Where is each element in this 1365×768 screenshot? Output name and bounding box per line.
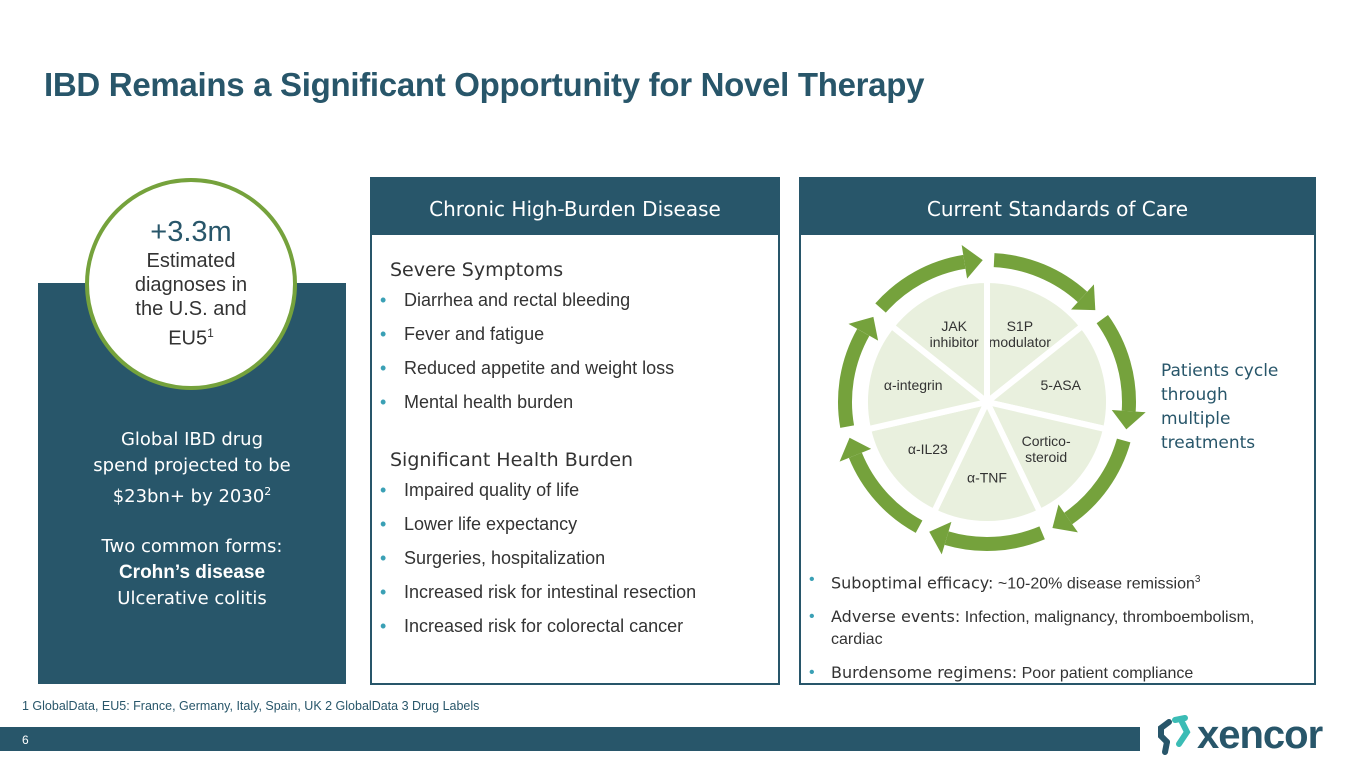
spend-line: spend projected to be: [93, 455, 291, 476]
bullet-item: Mental health burden: [372, 385, 778, 419]
diagnoses-stat-circle: +3.3m Estimated diagnoses in the U.S. an…: [85, 178, 297, 390]
cycle-arrow: [875, 254, 966, 313]
wheel-label-line: steroid: [1025, 449, 1067, 465]
form-uc: Ulcerative colitis: [117, 588, 267, 609]
form-crohns: Crohn’s disease: [118, 562, 266, 583]
footnote-ref: 3: [1194, 574, 1201, 585]
section-title: Significant Health Burden: [390, 449, 634, 471]
wheel-label: α-TNF: [967, 470, 1007, 486]
bullet-item: Increased risk for intestinal resection: [372, 575, 778, 609]
stat-line: the U.S. and: [135, 298, 247, 320]
bullet-key: Adverse events:: [831, 607, 961, 627]
arrowhead-icon: [961, 245, 983, 279]
footnote-ref: 1: [207, 326, 214, 340]
disease-burden-panel: Chronic High-Burden Disease Severe Sympt…: [370, 177, 780, 685]
bullet-item: Lower life expectancy: [372, 507, 778, 541]
wheel-label: 5-ASA: [1041, 377, 1082, 393]
bullet-item: Diarrhea and rectal bleeding: [372, 283, 778, 317]
wheel-label-line: α-IL23: [908, 441, 948, 457]
bullet-item: Adverse events: Infection, malignancy, t…: [801, 606, 1301, 651]
cycle-arrow: [1096, 315, 1136, 412]
spend-value: $23bn+ by 2030: [112, 486, 265, 507]
bullet-key: Suboptimal efficacy:: [831, 573, 994, 593]
cycle-note-line: Patients cycle: [1161, 361, 1279, 381]
wheel-label-line: S1P: [1007, 318, 1033, 334]
spend-line: Global IBD drug: [120, 429, 264, 450]
wheel-label-line: Cortico-: [1022, 433, 1071, 449]
stat-region: EU5: [168, 327, 208, 350]
cycle-arrow: [848, 452, 923, 533]
arrowhead-icon: [848, 316, 879, 341]
wheel-segment: [887, 276, 990, 409]
cycle-arrow: [993, 253, 1088, 303]
stat-line: EU51: [89, 321, 293, 351]
arrowhead-icon: [1071, 284, 1096, 311]
bullet-text: Infection, malignancy, thromboembolism, …: [831, 609, 1255, 649]
footnotes: 1 GlobalData, EU5: France, Germany, Ital…: [22, 699, 480, 713]
panel-header: Chronic High-Burden Disease: [372, 179, 778, 235]
cycle-arrow: [944, 526, 1045, 551]
logo-text: xencor: [1197, 713, 1323, 757]
slide-title: IBD Remains a Significant Opportunity fo…: [44, 66, 925, 103]
wheel-label-line: α-integrin: [884, 377, 943, 393]
wheel-segment: [864, 397, 993, 516]
section-title: Severe Symptoms: [390, 259, 564, 281]
arrowhead-icon: [1052, 504, 1078, 533]
wheel-segment: [981, 397, 1110, 516]
wheel-segment: [862, 321, 994, 433]
wheel-label-line: α-TNF: [967, 470, 1007, 486]
bullet-item: Increased risk for colorectal cancer: [372, 609, 778, 643]
bullet-item: Burdensome regimens: Poor patient compli…: [801, 662, 1301, 685]
wheel-segment: [930, 395, 1044, 527]
wheel-segment: [980, 321, 1112, 433]
wheel-label-line: inhibitor: [930, 334, 979, 350]
arrowhead-icon: [839, 437, 872, 462]
wheel-label: α-IL23: [908, 441, 948, 457]
bullet-item: Reduced appetite and weight loss: [372, 351, 778, 385]
cycle-note: Patients cycle through multiple treatmen…: [1161, 359, 1278, 455]
cycle-note-line: through: [1161, 385, 1228, 405]
xencor-logo-icon: [1158, 714, 1191, 755]
page-number: 6: [22, 733, 29, 747]
wheel-label-line: 5-ASA: [1041, 377, 1082, 393]
footnote-ref: 2: [264, 485, 272, 498]
wheel-label-line: JAK: [941, 318, 967, 334]
panel-header: Current Standards of Care: [801, 179, 1314, 235]
bullet-item: Suboptimal efficacy: ~10-20% disease rem…: [801, 569, 1301, 595]
stat-line: diagnoses in: [134, 274, 248, 296]
wheel-segment: [984, 276, 1087, 409]
bullet-item: Impaired quality of life: [372, 473, 778, 507]
spend-text: Global IBD drug spend projected to be $2…: [38, 427, 346, 510]
cycle-note-line: multiple: [1161, 409, 1231, 429]
cycle-arrow: [838, 328, 870, 428]
xencor-logo: xencor: [1155, 713, 1323, 758]
bullet-item: Fever and fatigue: [372, 317, 778, 351]
wheel-label: Cortico-steroid: [1022, 433, 1071, 465]
wheel-label: α-integrin: [884, 377, 943, 393]
footer-bar: 6: [0, 727, 1140, 751]
cycle-note-line: treatments: [1161, 433, 1256, 453]
stat-value: +3.3m: [150, 216, 232, 248]
bullet-text: ~10-20% disease remission: [993, 575, 1195, 593]
cycle-arrow: [1064, 438, 1131, 525]
arrowhead-icon: [1111, 410, 1146, 430]
wheel-label-line: modulator: [989, 334, 1052, 350]
bullet-text: Poor patient compliance: [1017, 665, 1194, 683]
bullet-item: Surgeries, hospitalization: [372, 541, 778, 575]
stat-line: Estimated: [146, 250, 236, 272]
arrowhead-icon: [929, 521, 952, 555]
bullet-key: Burdensome regimens:: [831, 663, 1018, 683]
spend-line: $23bn+ by 20302: [38, 479, 346, 510]
forms-label: Two common forms:: [101, 536, 283, 557]
